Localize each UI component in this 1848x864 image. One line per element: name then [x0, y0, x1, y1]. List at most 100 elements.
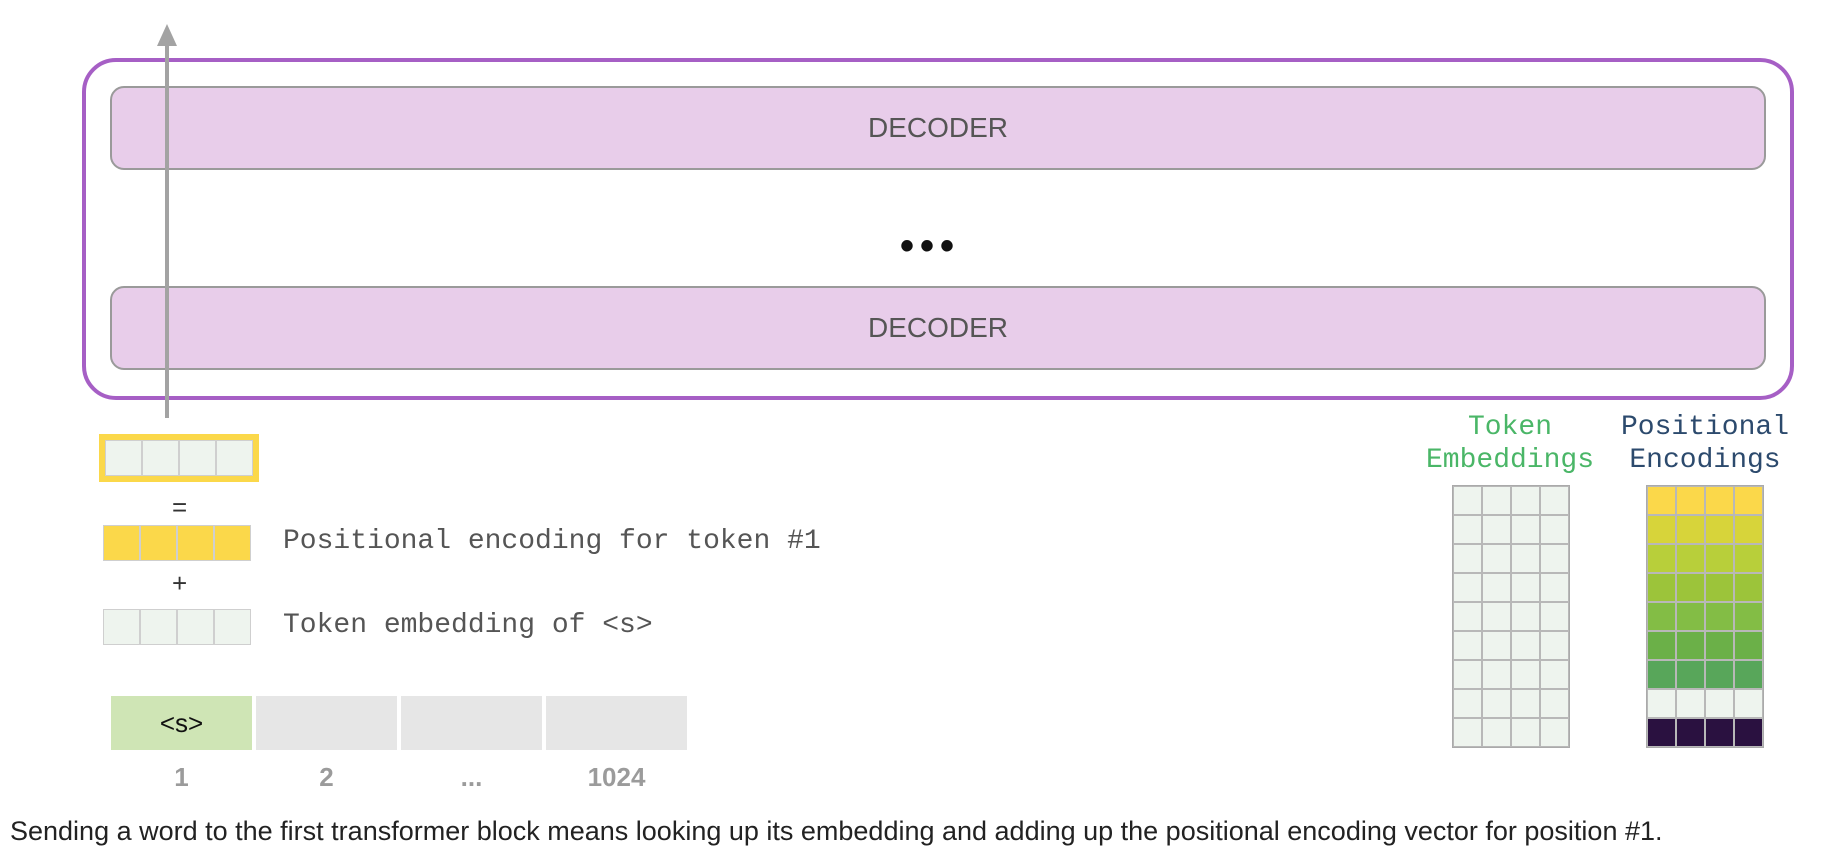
positional-encoding-vector [103, 525, 251, 561]
token-embedding-cell [1482, 602, 1511, 631]
sequence-slot [256, 696, 397, 750]
figure-caption: Sending a word to the first transformer … [10, 816, 1663, 846]
positional-encoding-cell [1734, 602, 1763, 631]
positional-encodings-title: Positional Encodings [1610, 411, 1800, 477]
vector-cell [105, 440, 142, 476]
token-embedding-cell [1540, 718, 1569, 747]
positional-encoding-cell [1734, 689, 1763, 718]
token-embeddings-title: Token Embeddings [1420, 411, 1600, 477]
vector-cell [214, 609, 251, 645]
stack-ellipsis: ••• [900, 224, 961, 268]
token-embedding-cell [1540, 631, 1569, 660]
sequence-slot [546, 696, 687, 750]
positional-encoding-cell [1705, 515, 1734, 544]
decoder-block-bottom: DECODER [110, 286, 1766, 370]
token-embeddings-matrix [1452, 485, 1570, 748]
token-embedding-cell [1453, 631, 1482, 660]
decoder-stack [82, 58, 1794, 400]
token-embedding-cell [1482, 573, 1511, 602]
vector-cell [140, 609, 177, 645]
positional-encoding-cell [1734, 573, 1763, 602]
title-line: Encodings [1629, 445, 1781, 476]
positional-encoding-cell [1734, 631, 1763, 660]
vector-cell [177, 525, 214, 561]
vector-cell [214, 525, 251, 561]
sequence-slot [401, 696, 542, 750]
token-embedding-cell [1453, 689, 1482, 718]
sequence-slot: <s> [111, 696, 252, 750]
token-embedding-cell [1540, 660, 1569, 689]
equals-sign: = [172, 492, 188, 522]
token-embedding-cell [1453, 515, 1482, 544]
positional-encoding-cell [1676, 515, 1705, 544]
token-embedding-cell [1453, 573, 1482, 602]
title-line: Positional [1620, 412, 1790, 443]
position-number: 1024 [587, 762, 646, 792]
positional-encoding-cell [1647, 660, 1676, 689]
token-embedding-cell [1453, 544, 1482, 573]
vector-cell [140, 525, 177, 561]
token-embedding-cell [1482, 689, 1511, 718]
token-embedding-cell [1511, 660, 1540, 689]
positional-encoding-cell [1647, 602, 1676, 631]
token-embedding-cell [1511, 544, 1540, 573]
positional-encoding-cell [1676, 486, 1705, 515]
vector-cell [103, 609, 140, 645]
positional-encoding-cell [1705, 486, 1734, 515]
positional-encoding-cell [1647, 573, 1676, 602]
positional-encoding-cell [1647, 631, 1676, 660]
token-embedding-cell [1482, 718, 1511, 747]
token-embedding-cell [1482, 544, 1511, 573]
positional-encoding-cell [1705, 602, 1734, 631]
position-number: 1 [174, 762, 189, 792]
positional-encoding-cell [1676, 660, 1705, 689]
decoder-label: DECODER [867, 112, 1008, 143]
token-embedding-cell [1540, 544, 1569, 573]
positional-encoding-cell [1647, 544, 1676, 573]
token-embedding-cell [1511, 602, 1540, 631]
title-line: Token [1467, 412, 1552, 443]
positional-encoding-cell [1705, 689, 1734, 718]
positional-encodings-matrix [1646, 485, 1764, 748]
positional-encoding-cell [1676, 602, 1705, 631]
positional-encoding-cell [1734, 515, 1763, 544]
positional-encoding-cell [1705, 631, 1734, 660]
positional-encoding-cell [1705, 544, 1734, 573]
token-embedding-cell [1540, 486, 1569, 515]
positional-encoding-cell [1734, 544, 1763, 573]
title-line: Embeddings [1425, 445, 1595, 476]
token-embedding-cell [1453, 486, 1482, 515]
up-arrow-icon [157, 24, 177, 418]
token-embedding-cell [1511, 515, 1540, 544]
positional-encoding-cell [1705, 660, 1734, 689]
positional-encoding-cell [1676, 689, 1705, 718]
positional-encoding-cell [1705, 718, 1734, 747]
decoder-label: DECODER [867, 312, 1008, 343]
vector-cell [177, 609, 214, 645]
positional-encoding-cell [1647, 689, 1676, 718]
positional-encoding-cell [1676, 718, 1705, 747]
positional-encoding-cell [1647, 718, 1676, 747]
token-embedding-cell [1511, 689, 1540, 718]
token-embedding-cell [1453, 718, 1482, 747]
positional-encoding-label: Positional encoding for token #1 [283, 526, 821, 557]
plus-sign: + [172, 568, 188, 598]
token-embedding-cell [1511, 486, 1540, 515]
position-number: ... [460, 762, 483, 792]
positional-encoding-cell [1734, 486, 1763, 515]
positional-encoding-cell [1705, 573, 1734, 602]
positional-encoding-cell [1676, 631, 1705, 660]
token-embedding-cell [1540, 515, 1569, 544]
token-embedding-cell [1540, 689, 1569, 718]
decoder-block-top: DECODER [110, 86, 1766, 170]
token-embedding-label: Token embedding of <s> [283, 610, 653, 641]
vector-cell [103, 525, 140, 561]
token-embedding-cell [1482, 515, 1511, 544]
input-vector [99, 434, 259, 482]
token-embedding-cell [1540, 573, 1569, 602]
vector-cell [179, 440, 216, 476]
vector-cell [216, 440, 253, 476]
positional-encoding-cell [1676, 573, 1705, 602]
token-embedding-cell [1511, 573, 1540, 602]
positional-encoding-cell [1734, 660, 1763, 689]
